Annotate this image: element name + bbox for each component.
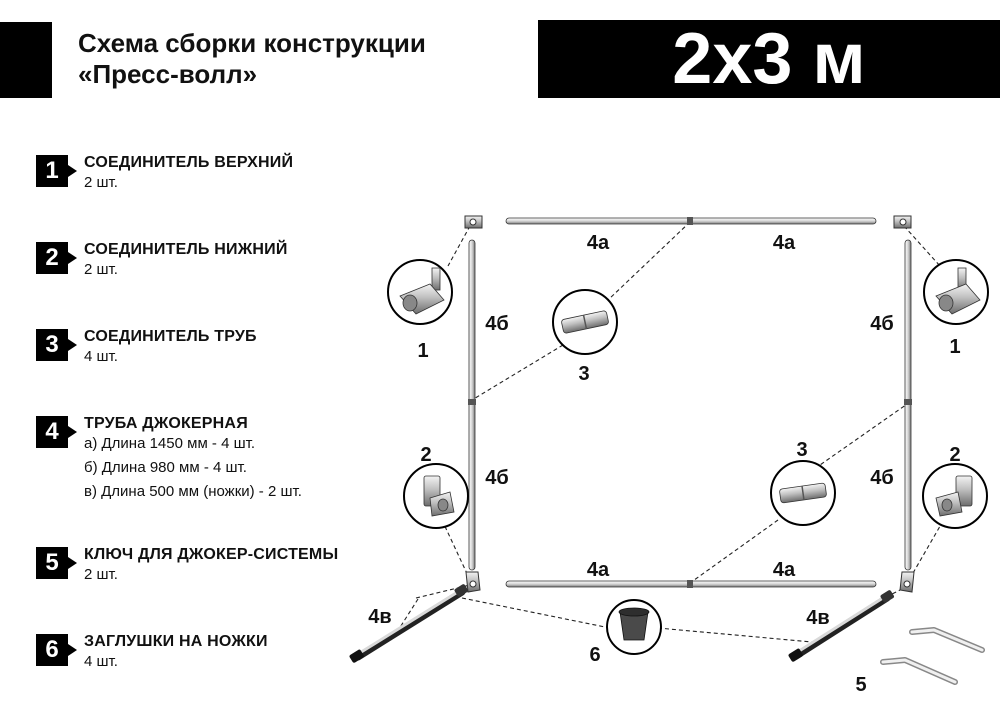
legend-qty: 2 шт.	[84, 566, 118, 583]
page-title: Схема сборки конструкции «Пресс-волл»	[78, 28, 426, 90]
callout-bottom-tube-connector	[770, 460, 836, 526]
top-left-connector-number: 1	[417, 340, 428, 362]
legend-qty: 4 шт.	[84, 653, 118, 670]
legend-line-b: б) Длина 980 мм - 4 шт.	[84, 459, 247, 476]
legend-number: 1	[36, 155, 77, 187]
bottom-right-connector-number: 2	[949, 444, 960, 466]
legend-number: 6	[36, 634, 77, 666]
top-tube-label-left: 4а	[587, 232, 610, 254]
frame-tubes	[468, 217, 912, 588]
header-black-bar	[0, 22, 52, 98]
bottom-left-connector-number: 2	[420, 444, 431, 466]
legend-line-c: в) Длина 500 мм (ножки) - 2 шт.	[84, 483, 302, 500]
allen-keys	[880, 627, 985, 685]
legs	[349, 584, 894, 663]
legend-number: 4	[36, 416, 77, 448]
left-tube-label-lower: 4б	[485, 467, 508, 489]
legend-number: 5	[36, 547, 77, 579]
legend-number: 2	[36, 242, 77, 274]
legend-title: СОЕДИНИТЕЛЬ ТРУБ	[84, 328, 257, 345]
right-tube-joint	[904, 399, 912, 405]
leg-cap	[788, 648, 803, 662]
left-tube-joint	[468, 399, 476, 405]
bottom-right-connector	[899, 571, 915, 593]
callout-top-tube-connector	[552, 289, 618, 355]
cap-number: 6	[589, 644, 600, 666]
leg-cap	[349, 649, 364, 663]
legend-line-a: а) Длина 1450 мм - 4 шт.	[84, 435, 255, 452]
bottom-tube-connector-number: 3	[796, 439, 807, 461]
legend-title: СОЕДИНИТЕЛЬ НИЖНИЙ	[84, 241, 288, 258]
right-tube-label-lower: 4б	[870, 467, 893, 489]
legend-title: СОЕДИНИТЕЛЬ ВЕРХНИЙ	[84, 154, 294, 171]
title-line-2: «Пресс-волл»	[78, 59, 258, 89]
top-tube-connector-number: 3	[578, 363, 589, 385]
legend-qty: 2 шт.	[84, 174, 118, 191]
bottom-tube-label-left: 4а	[587, 559, 610, 581]
bottom-tube-label-right: 4а	[773, 559, 796, 581]
title-line-1: Схема сборки конструкции	[78, 28, 426, 58]
corner-connectors	[464, 215, 915, 593]
leader-lines	[391, 221, 944, 643]
right-leg-label: 4в	[806, 607, 829, 629]
right-leg	[788, 590, 894, 662]
key-number: 5	[855, 674, 866, 696]
bottom-left-connector	[465, 571, 481, 593]
bottom-tube-joint	[687, 580, 693, 588]
top-right-connector	[893, 215, 912, 229]
legend-title: ЗАГЛУШКИ НА НОЖКИ	[84, 633, 268, 650]
callout-top-right-connector	[923, 259, 989, 325]
callout-bottom-left-connector	[403, 463, 469, 529]
left-leg-label: 4в	[368, 606, 391, 628]
legend-number: 3	[36, 329, 77, 361]
top-left-connector	[464, 215, 483, 229]
right-tube-label-upper: 4б	[870, 313, 893, 335]
legend-qty: 4 шт.	[84, 348, 118, 365]
top-tube-joint	[687, 217, 693, 225]
callout-bottom-right-connector	[922, 463, 988, 529]
left-leg	[349, 584, 468, 663]
legend-title: КЛЮЧ ДЛЯ ДЖОКЕР-СИСТЕМЫ	[84, 546, 339, 563]
legend-title: ТРУБА ДЖОКЕРНАЯ	[84, 415, 248, 432]
top-right-connector-number: 1	[949, 336, 960, 358]
legend-qty: 2 шт.	[84, 261, 118, 278]
size-badge: 2x3 м	[538, 20, 1000, 98]
callout-top-left-connector	[387, 259, 453, 325]
callout-leg-cap	[606, 599, 662, 655]
top-tube-label-right: 4а	[773, 232, 796, 254]
left-tube-label-upper: 4б	[485, 313, 508, 335]
part-labels: 4а 4а 4а 4а 4б 4б 4б 4б 4в 4в 1 1 2 2 3 …	[368, 232, 960, 696]
